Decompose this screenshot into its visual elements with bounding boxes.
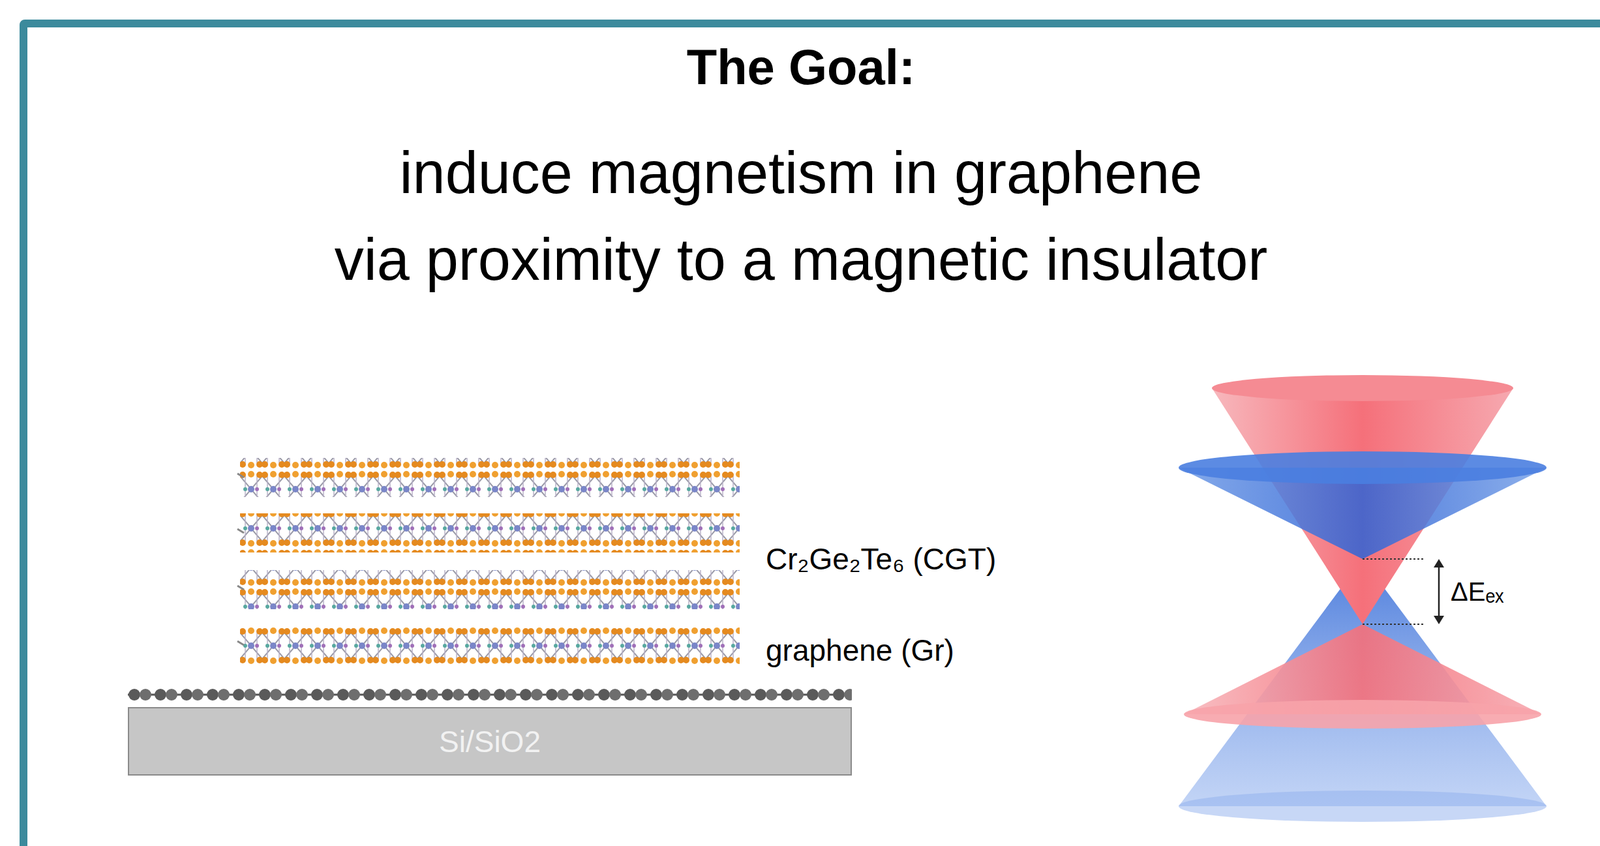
substrate-slab: Si/SiO2 bbox=[127, 707, 852, 776]
energy-gap-label: ΔEₑₓ bbox=[1450, 577, 1504, 607]
material-label: Cr₂Ge₂Te₆ (CGT) bbox=[765, 541, 997, 577]
cgt-layers bbox=[237, 457, 740, 665]
title-text: The Goal: bbox=[686, 38, 916, 96]
dirac-cones bbox=[1178, 375, 1547, 822]
node-text: Si/SiO2 bbox=[438, 724, 541, 760]
material-label: graphene (Gr) bbox=[765, 632, 955, 668]
subtitle-text: induce magnetism in graphene via proximi… bbox=[334, 129, 1268, 304]
graphene-sheet bbox=[127, 684, 852, 705]
